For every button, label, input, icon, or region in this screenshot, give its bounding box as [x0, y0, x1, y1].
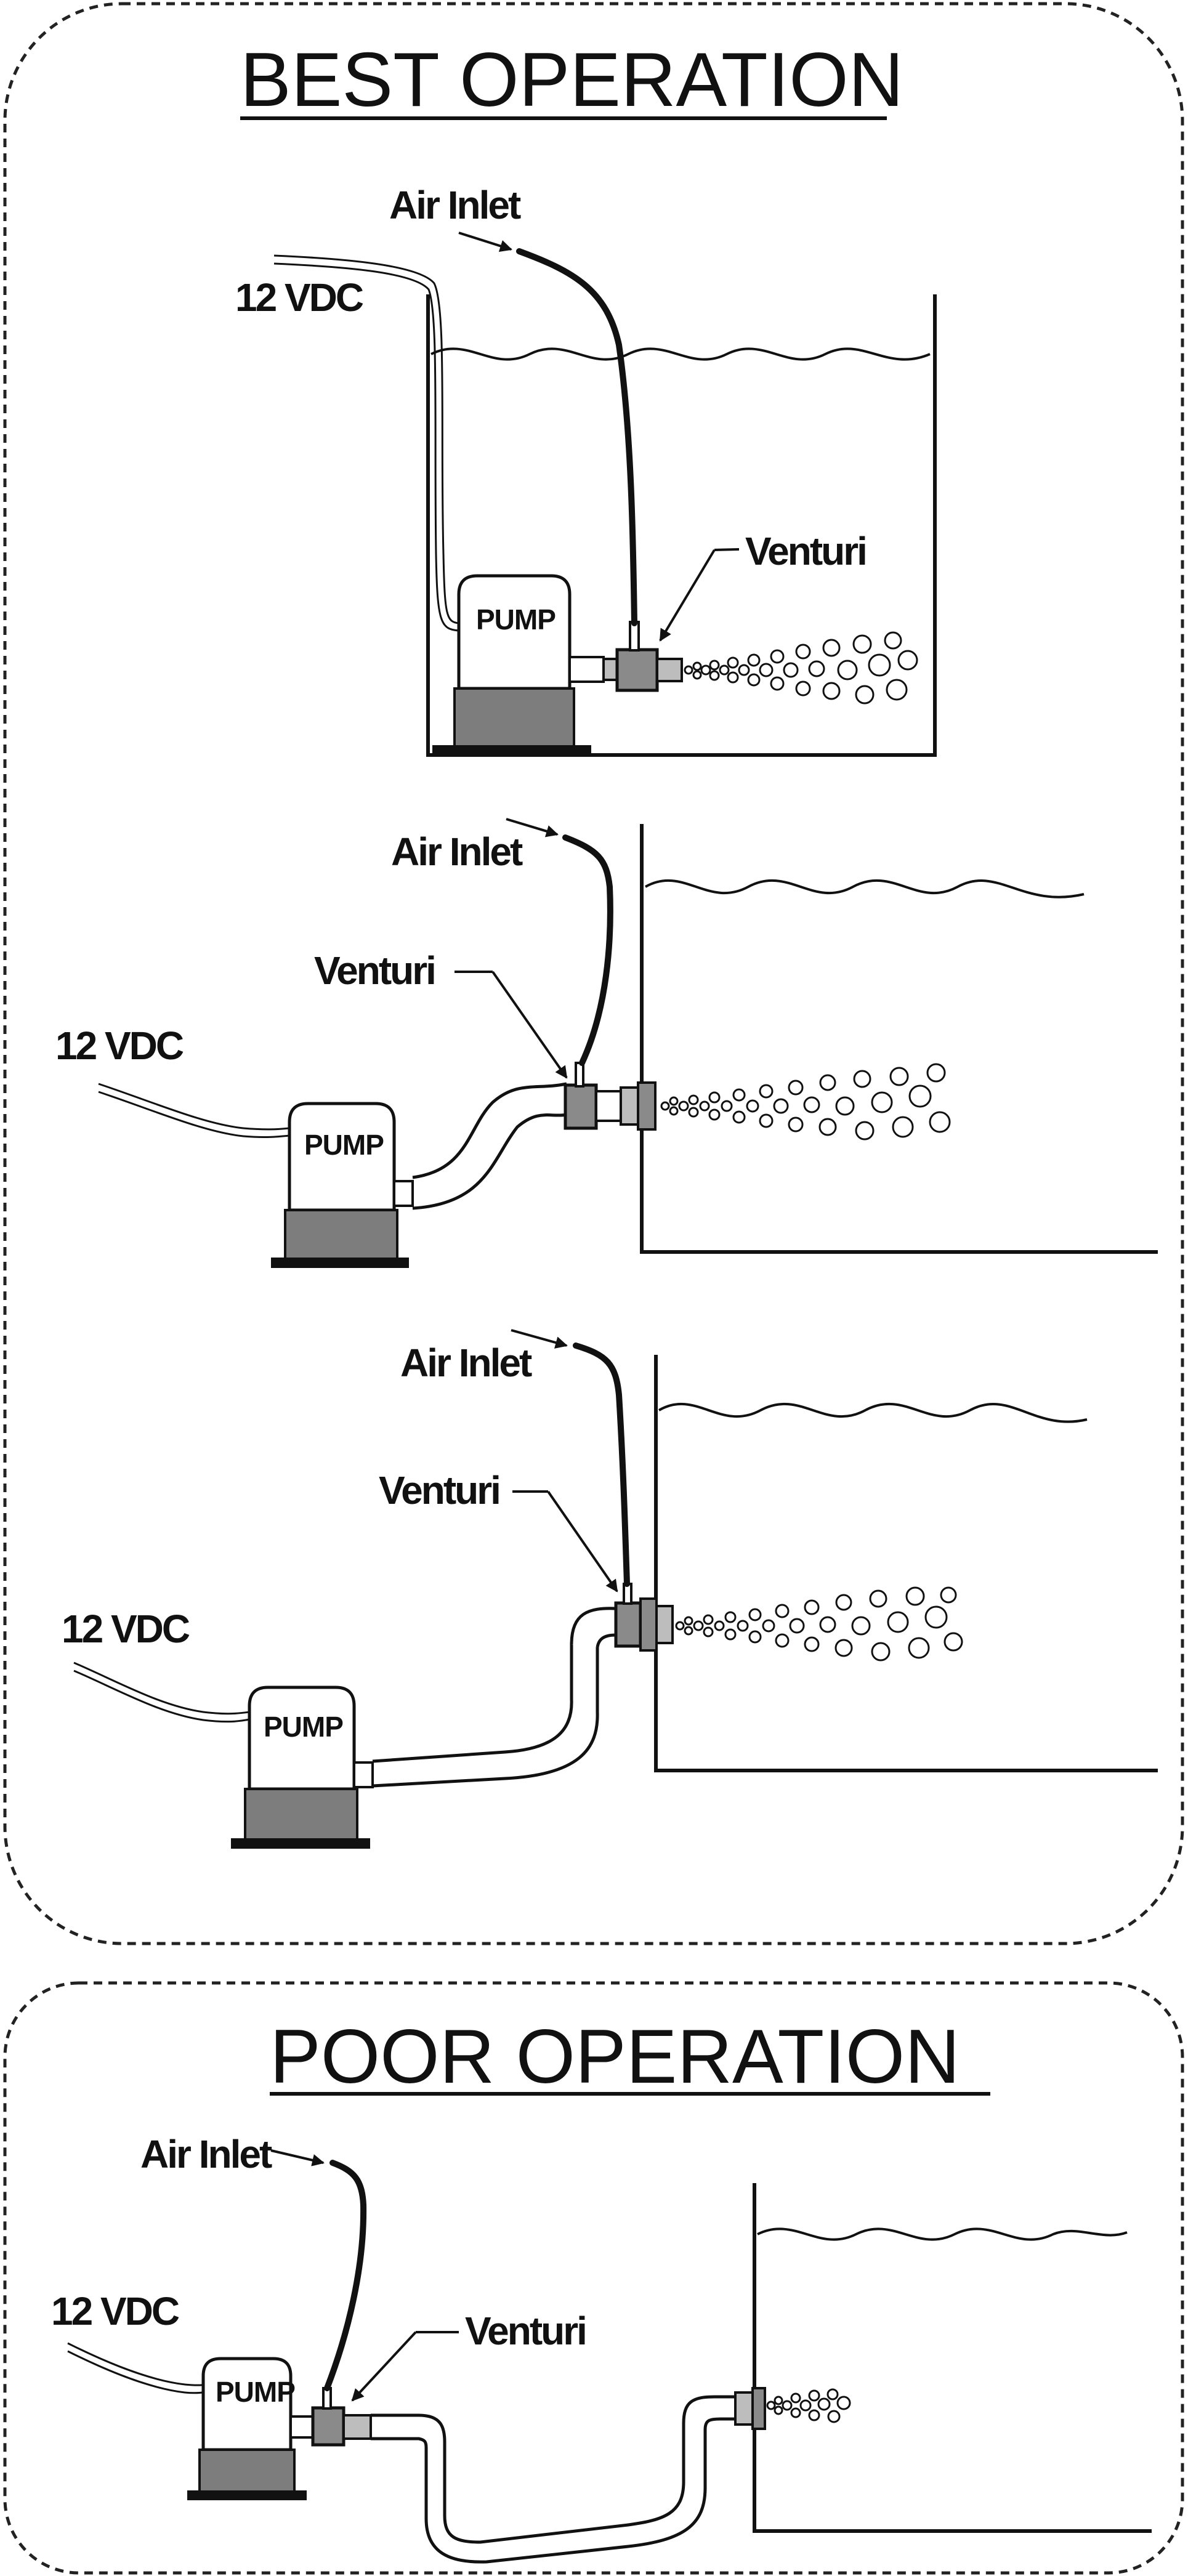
air-inlet-label-2: Air Inlet	[391, 830, 523, 874]
air-inlet-label-3: Air Inlet	[400, 1341, 532, 1385]
power-cord-2	[98, 1083, 290, 1131]
pump-3-outlet	[353, 1761, 374, 1788]
pump-3-body	[248, 1686, 356, 1791]
hose-3-outer	[372, 1644, 573, 1763]
power-cord-1b	[273, 262, 459, 632]
venturi-4-body	[311, 2406, 345, 2447]
bubble-plume-3	[675, 1586, 963, 1661]
venturi-arrow-4	[351, 2331, 417, 2402]
fitting-3-a	[639, 1597, 658, 1652]
hose-3-inner	[372, 1644, 599, 1788]
power-label-3: 12 VDC	[62, 1607, 190, 1651]
poor-operation-title: POOR OPERATION	[270, 2014, 960, 2099]
air-inlet-arrow-3	[511, 1329, 568, 1349]
venturi-arrow-1	[659, 549, 716, 642]
pump-2-label: PUMP	[304, 1129, 384, 1161]
pump-1-label: PUMP	[476, 604, 556, 636]
venturi-arrow-2	[491, 971, 568, 1079]
air-inlet-arrow-2	[506, 818, 559, 838]
power-label-4: 12 VDC	[51, 2289, 179, 2333]
pump-4-outlet	[289, 2415, 314, 2439]
venturi-label-3: Venturi	[379, 1468, 499, 1512]
hose-4-outer	[371, 2395, 754, 2544]
air-hose-3	[573, 1343, 630, 1587]
venturi-label-2: Venturi	[314, 948, 435, 993]
pump-4-foot	[187, 2490, 307, 2500]
air-inlet-label-1: Air Inlet	[389, 183, 521, 227]
power-cord-4	[67, 2342, 207, 2386]
pump-2-body	[288, 1102, 396, 1212]
fitting-2-c	[637, 1081, 657, 1131]
diagram-1-pump-in-tank: 12 VDC PUMP Air Inlet Venturi	[235, 183, 937, 757]
pump-3-foot	[231, 1838, 370, 1849]
pump-1-outlet	[568, 656, 605, 683]
fitting-2-b	[620, 1086, 639, 1126]
tank-2-water-surface	[645, 879, 1085, 898]
hose-3-elbow	[570, 1607, 618, 1648]
diagram-3-external-pump-long-hose: 12 VDC PUMP Air Inlet Venturi	[62, 1329, 1158, 1849]
venturi-4-outlet	[342, 2414, 372, 2440]
bubble-plume-4	[766, 2388, 851, 2423]
venturi-3-body	[614, 1601, 642, 1648]
air-inlet-arrow-4	[270, 2149, 325, 2166]
venturi-label-1: Venturi	[745, 529, 866, 573]
air-inlet-label-4: Air Inlet	[140, 2132, 272, 2176]
venturi-1-collar	[602, 658, 618, 681]
venturi-2-air-port	[575, 1062, 584, 1088]
venturi-arrow-3	[547, 1490, 618, 1593]
tank-3-water-surface	[658, 1402, 1088, 1423]
power-cord-1	[273, 254, 459, 624]
air-hose-1	[516, 248, 637, 626]
fitting-2-a	[595, 1090, 622, 1122]
venturi-1-nozzle	[656, 658, 683, 682]
best-operation-title: BEST OPERATION	[240, 38, 903, 123]
pump-4-base	[198, 2449, 296, 2494]
tank-3-walls	[654, 1355, 1158, 1772]
pump-2-foot	[271, 1258, 409, 1268]
tank-2-walls	[640, 824, 1158, 1254]
fitting-4-a	[734, 2391, 754, 2426]
pump-1-base	[453, 687, 575, 750]
power-label-2: 12 VDC	[55, 1024, 184, 1068]
venturi-1-body	[615, 648, 659, 692]
pump-2-outlet	[393, 1180, 414, 1207]
diagram-4-venturi-at-pump: 12 VDC PUMP Air Inlet Venturi	[51, 2132, 1152, 2564]
pump-4-body	[201, 2357, 293, 2452]
hose-4-inner	[371, 2417, 754, 2564]
tank-4-walls	[753, 2183, 1152, 2533]
power-cord-2b	[98, 1091, 290, 1139]
bubble-plume-1	[684, 631, 918, 705]
air-inlet-arrow-1	[458, 232, 512, 252]
diagram-2-external-pump: 12 VDC PUMP Air Inlet Venturi	[55, 818, 1158, 1268]
fitting-3-b	[655, 1605, 674, 1644]
best-operation-frame	[3, 2, 1184, 1945]
tank-4-water-surface	[757, 2227, 1128, 2241]
pump-1-foot	[432, 745, 591, 756]
power-cord-3	[73, 1661, 250, 1715]
power-cord-3b	[73, 1670, 250, 1723]
pump-2-base	[284, 1209, 398, 1261]
fitting-4-b	[751, 2387, 766, 2430]
hose-2-inner	[412, 1113, 567, 1210]
venturi-2-body	[564, 1083, 598, 1130]
air-hose-2	[562, 834, 613, 1066]
bubble-plume-2	[660, 1063, 951, 1141]
pump-3-base	[244, 1788, 358, 1842]
venturi-pointer-1	[714, 548, 740, 551]
power-label-1: 12 VDC	[235, 275, 363, 320]
power-cord-4b	[67, 2350, 207, 2394]
hose-2-outer	[412, 1082, 567, 1179]
poor-operation-frame	[3, 1981, 1184, 2575]
pump-1-body	[457, 574, 572, 690]
pump-4-label: PUMP	[216, 2376, 295, 2408]
venturi-label-4: Venturi	[465, 2309, 586, 2353]
tank-1-walls	[426, 294, 937, 757]
pump-3-label: PUMP	[264, 1711, 343, 1743]
air-hose-4	[324, 2160, 367, 2391]
tank-1-water-surface	[430, 347, 931, 361]
